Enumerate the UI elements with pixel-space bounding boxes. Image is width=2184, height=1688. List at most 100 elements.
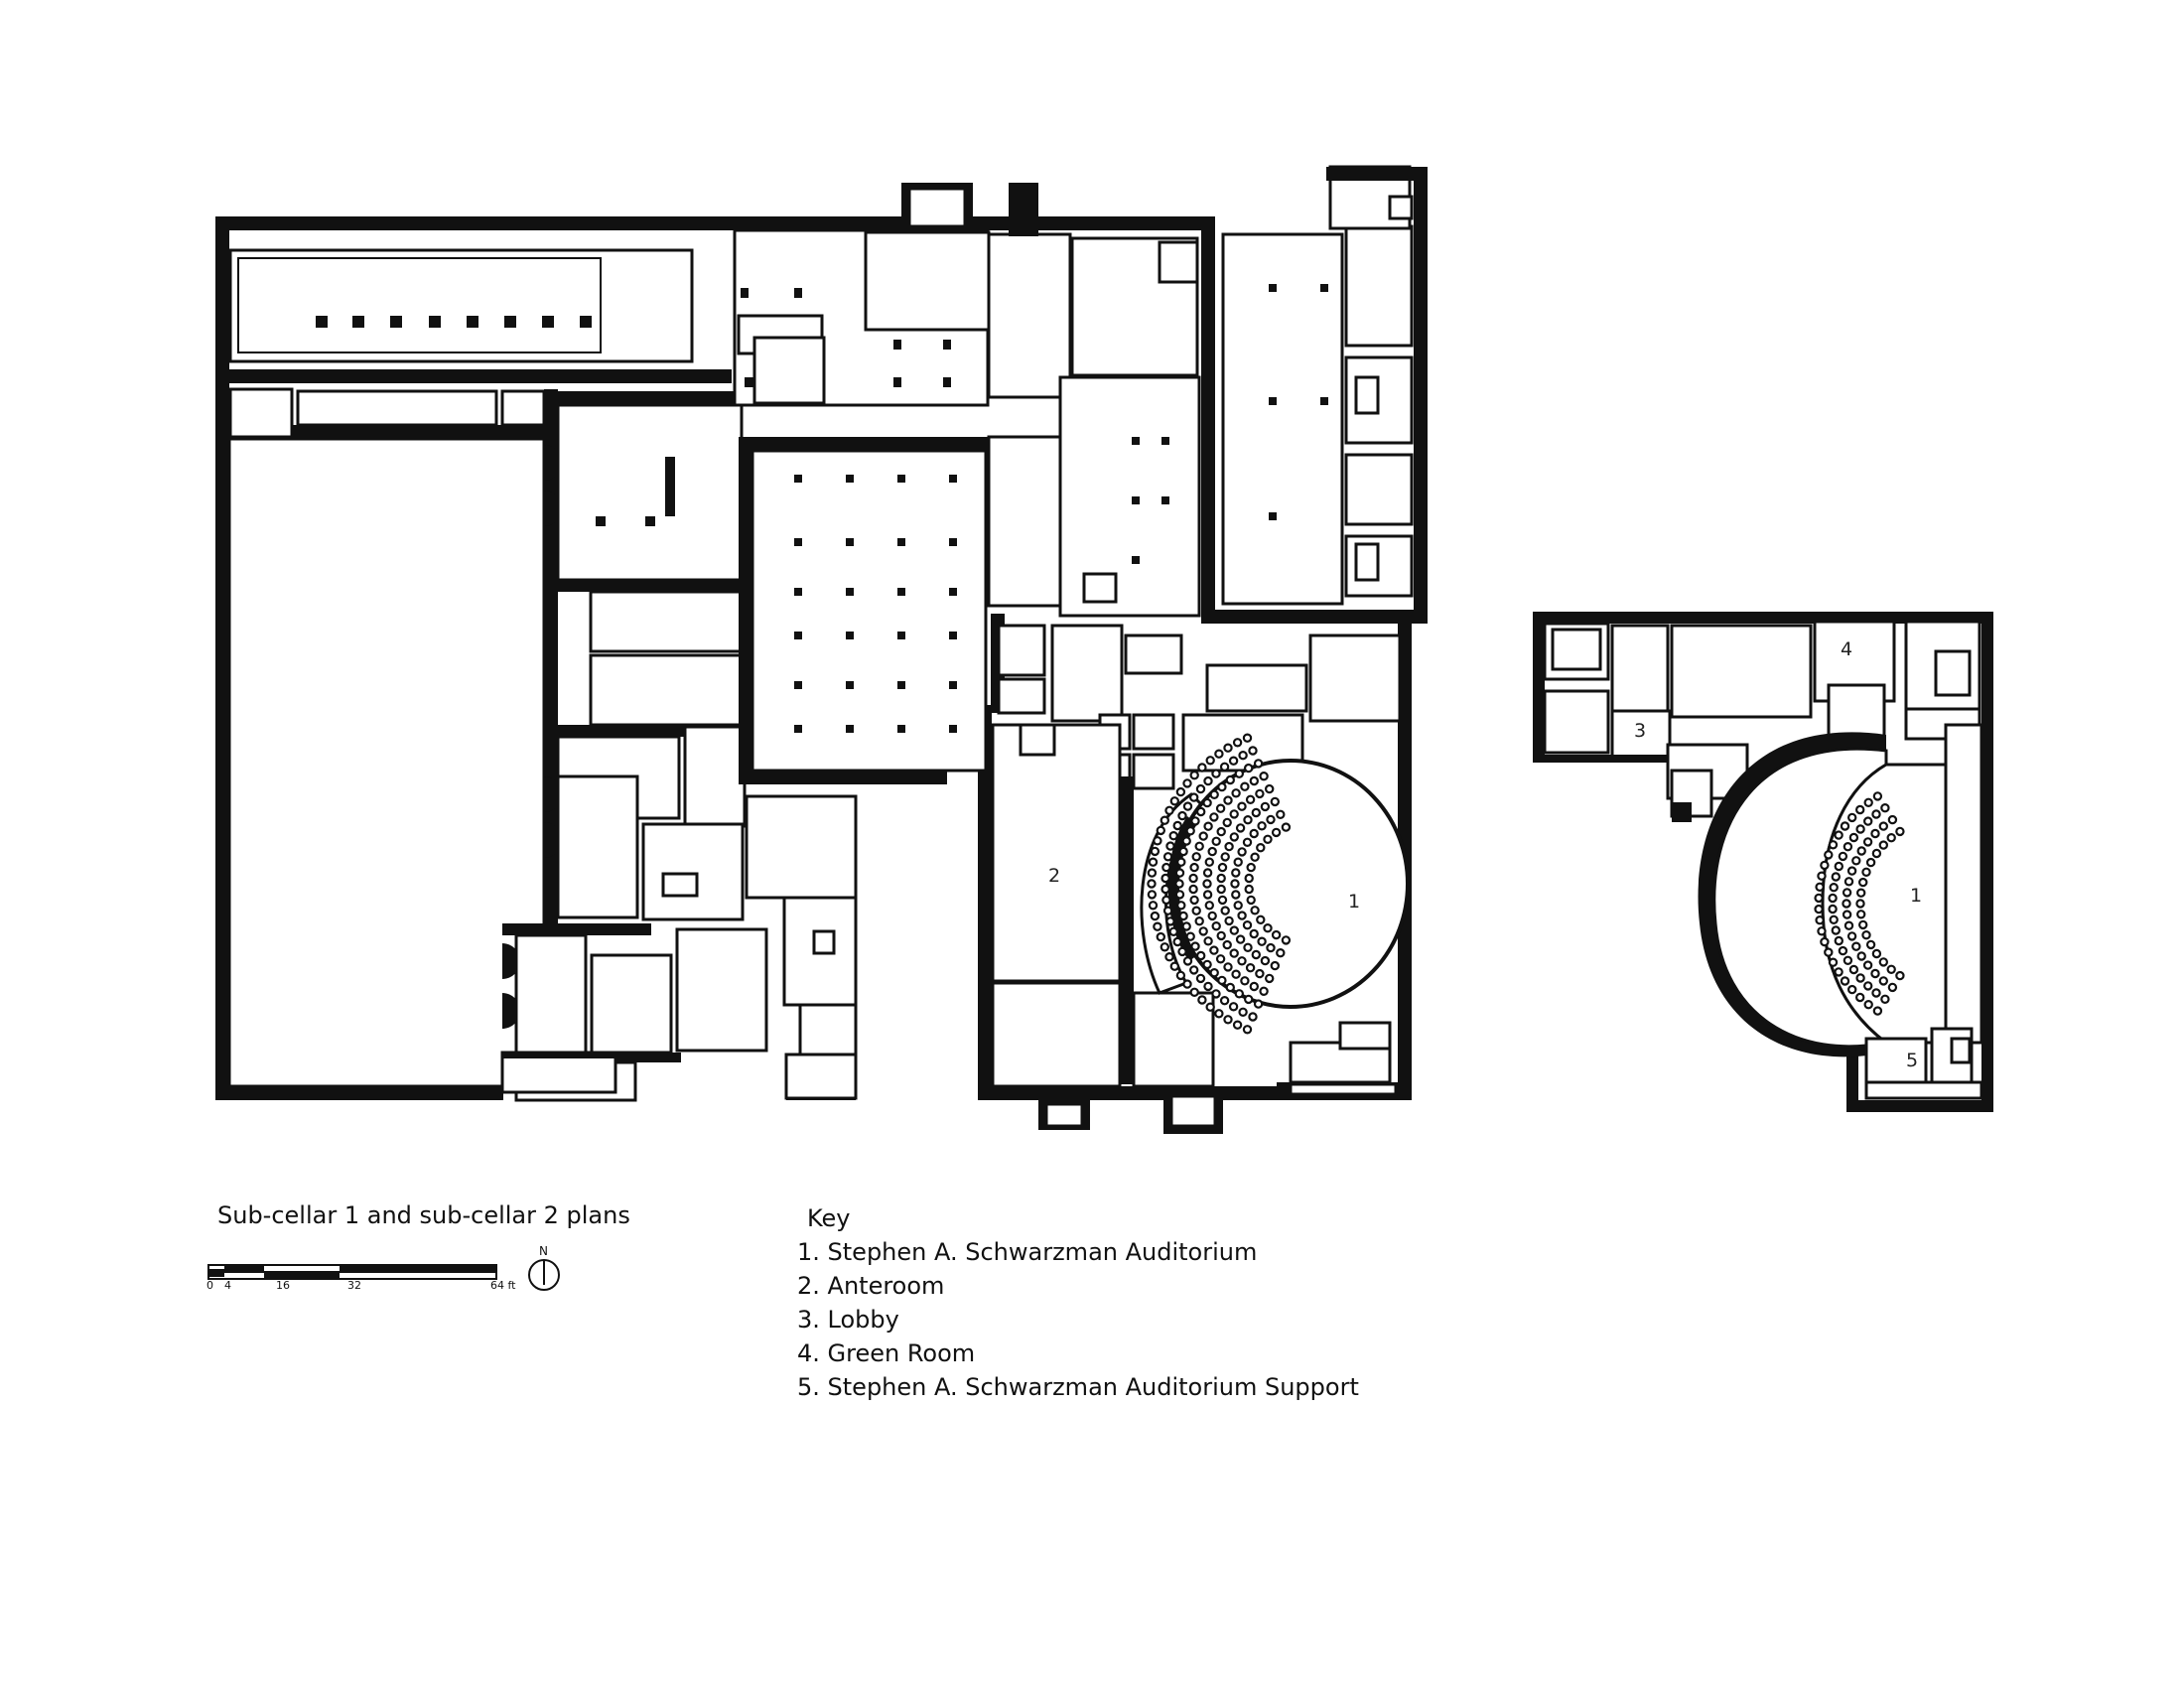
seat (1231, 890, 1241, 900)
seat (1271, 827, 1282, 838)
seat (1224, 915, 1234, 926)
seat (1886, 964, 1896, 975)
seat (1249, 981, 1260, 992)
seat (1164, 952, 1174, 962)
seat (1217, 862, 1228, 873)
plan-caption: Sub-cellar 1 and sub-cellar 2 plans (217, 1201, 630, 1229)
seat (1147, 890, 1158, 900)
seat (1250, 852, 1260, 862)
seat (1228, 1002, 1239, 1012)
seat (1231, 788, 1241, 798)
seat (1840, 821, 1850, 831)
seat (1223, 1015, 1233, 1025)
seat (1233, 901, 1243, 911)
seat (1255, 968, 1265, 979)
seat (1256, 914, 1266, 925)
seat (1855, 899, 1865, 909)
seat (1824, 850, 1834, 860)
seat (1188, 965, 1199, 975)
seat (1161, 895, 1171, 906)
seat (1865, 857, 1876, 868)
key-item: 2. Anteroom (797, 1272, 945, 1300)
seat (1204, 901, 1215, 911)
seat (1237, 911, 1247, 920)
seat (1229, 832, 1240, 842)
seat (1862, 981, 1873, 991)
seat (1895, 970, 1905, 981)
seat (1209, 812, 1219, 822)
seat (1177, 946, 1187, 957)
seat (1223, 795, 1233, 805)
seat (1260, 955, 1271, 966)
seat (1242, 837, 1253, 848)
seat (1181, 836, 1191, 846)
seat (1259, 986, 1269, 997)
seat (1250, 906, 1260, 915)
seat (1854, 992, 1865, 1003)
seat (1242, 920, 1253, 930)
seat (1878, 957, 1889, 967)
seat (1817, 926, 1827, 936)
seat (1160, 884, 1170, 895)
seat (1207, 846, 1217, 857)
seat (1189, 895, 1199, 906)
seat (1862, 960, 1873, 970)
seat (1195, 806, 1206, 817)
seat (1263, 834, 1273, 845)
seat (1260, 801, 1271, 812)
seat (1243, 994, 1254, 1005)
seat (1815, 915, 1825, 925)
seat (1197, 995, 1207, 1005)
auditorium-seating-left (1147, 733, 1292, 1035)
seat (1174, 868, 1185, 878)
seat (1225, 982, 1236, 993)
seat (1178, 846, 1188, 857)
seat (1245, 963, 1256, 973)
seat (1887, 982, 1898, 993)
seat (1188, 884, 1198, 895)
seat (1216, 826, 1226, 837)
scale-tick-16: 16 (276, 1279, 290, 1292)
seat (1249, 775, 1260, 786)
seat (1189, 771, 1199, 780)
seat (1234, 989, 1245, 999)
seat (1190, 816, 1200, 826)
seat (1217, 781, 1227, 792)
seat (1230, 879, 1240, 889)
seat (1253, 999, 1264, 1009)
seat (1248, 746, 1258, 756)
north-arrow: N (528, 1244, 560, 1291)
seat (1229, 948, 1239, 958)
seat (1216, 930, 1226, 941)
seat (1164, 805, 1174, 816)
seat (1240, 781, 1250, 791)
seat (1189, 987, 1199, 998)
seat (1862, 837, 1873, 847)
seat (1168, 831, 1178, 841)
seat (1156, 825, 1166, 836)
seat (1271, 929, 1282, 940)
seat (1233, 857, 1243, 867)
seat (1846, 984, 1857, 995)
seat (1153, 921, 1162, 931)
seat (1198, 926, 1208, 936)
seat (1240, 976, 1250, 986)
seat (1189, 862, 1199, 873)
room-label-auditorium-2: 1 (1910, 885, 1922, 907)
room-label-lobby: 3 (1634, 720, 1646, 742)
seat (1863, 1000, 1873, 1010)
seat (1856, 846, 1866, 856)
seat (1815, 882, 1825, 893)
seat (1276, 948, 1286, 958)
seat (1857, 877, 1868, 888)
seat (1147, 879, 1157, 889)
seat (1197, 763, 1207, 773)
seat (1848, 964, 1859, 975)
seat (1174, 890, 1185, 900)
north-label: N (539, 1244, 548, 1258)
seat (1203, 821, 1213, 831)
seat (1203, 936, 1213, 946)
seat (1253, 759, 1264, 769)
scale-bar (207, 1264, 497, 1280)
